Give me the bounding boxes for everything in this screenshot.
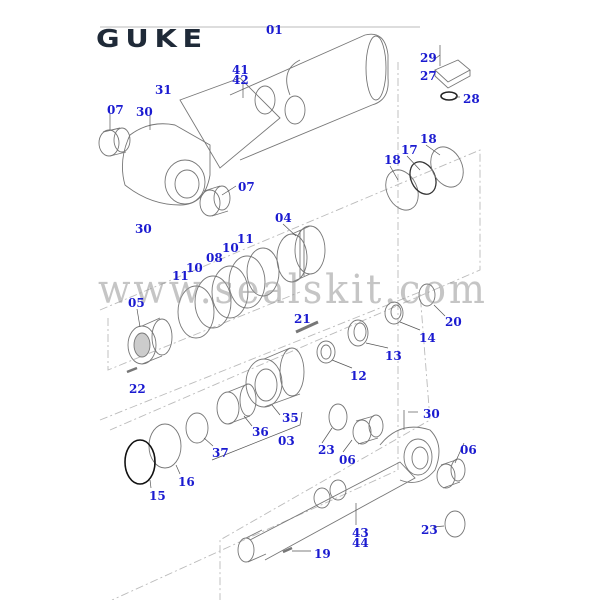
callout-label-22: 22	[129, 382, 146, 396]
callout-label-35: 35	[282, 411, 299, 425]
brand-logo: GUKE	[96, 24, 208, 53]
callout-label-15: 15	[149, 489, 166, 503]
callout-label-12: 12	[350, 369, 367, 383]
piston-04	[276, 225, 326, 283]
callout-label-37: 37	[212, 446, 229, 460]
callout-label-30: 30	[136, 105, 153, 119]
rod-seals-12-20	[316, 283, 436, 364]
callout-label-07: 07	[107, 103, 124, 117]
callout-label-17: 17	[401, 143, 418, 157]
piston-rod-43	[237, 410, 440, 563]
callout-label-41: 41	[232, 63, 249, 77]
callout-label-11: 11	[172, 269, 189, 283]
callout-label-29: 29	[420, 51, 437, 65]
callout-label-20: 20	[445, 315, 462, 329]
watermark: www.sealskit.com	[98, 267, 488, 313]
bushing-07	[98, 127, 231, 217]
callout-label-10: 10	[186, 261, 203, 275]
rings-15-16-37	[124, 412, 209, 485]
callout-label-23: 23	[318, 443, 335, 457]
callout-label-13: 13	[385, 349, 402, 363]
cylinder-clevis	[121, 123, 211, 206]
callout-label-18: 18	[420, 132, 437, 146]
callout-label-42: 42	[232, 73, 249, 87]
callout-label-14: 14	[419, 331, 436, 345]
callout-label-27: 27	[420, 69, 437, 83]
callout-label-23: 23	[421, 523, 438, 537]
callout-label-01: 01	[266, 23, 283, 37]
bushing-36	[216, 383, 257, 425]
callout-label-04: 04	[275, 211, 292, 225]
callout-label-44: 44	[352, 536, 369, 550]
seal-rings-17-18	[385, 146, 464, 211]
callout-label-10: 10	[222, 241, 239, 255]
callout-label-07: 07	[238, 180, 255, 194]
callout-label-18: 18	[384, 153, 401, 167]
callout-label-06: 06	[339, 453, 356, 467]
callout-label-06: 06	[460, 443, 477, 457]
callout-label-11: 11	[237, 232, 254, 246]
callout-label-30: 30	[135, 222, 152, 236]
plate-27	[434, 45, 471, 101]
callout-label-16: 16	[178, 475, 195, 489]
piston-seals-08-11	[177, 247, 280, 339]
callout-label-43: 43	[352, 526, 369, 540]
callout-label-36: 36	[252, 425, 269, 439]
callout-label-31: 31	[155, 83, 172, 97]
callout-label-05: 05	[128, 296, 145, 310]
callout-label-28: 28	[463, 92, 480, 106]
cylinder-tube	[179, 33, 389, 169]
callout-label-08: 08	[206, 251, 223, 265]
callout-label-30: 30	[423, 407, 440, 421]
callout-label-03: 03	[278, 434, 295, 448]
bushings-06-rings-23	[328, 403, 466, 538]
callout-label-21: 21	[294, 312, 311, 326]
nut-05	[126, 317, 173, 374]
callout-label-19: 19	[314, 547, 331, 561]
cylinder-head-35	[245, 347, 305, 408]
